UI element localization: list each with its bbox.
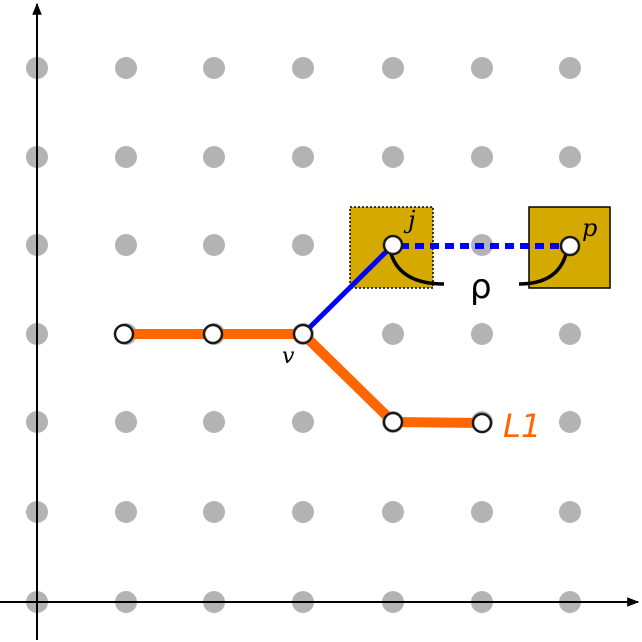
- grid-dot: [292, 411, 314, 433]
- grid-dot: [559, 57, 581, 79]
- grid-dot: [115, 234, 137, 256]
- grid-dot: [559, 146, 581, 168]
- grid-dot: [115, 501, 137, 523]
- grid-dot: [292, 501, 314, 523]
- grid-dot: [471, 323, 493, 345]
- grid-dot: [292, 146, 314, 168]
- node-1: [113, 323, 135, 345]
- grid-dot: [559, 501, 581, 523]
- grid-dot: [382, 501, 404, 523]
- grid-dot: [292, 234, 314, 256]
- grid-dot: [115, 411, 137, 433]
- label-v: v: [282, 344, 295, 369]
- grid-dot: [203, 146, 225, 168]
- grid-dot: [203, 501, 225, 523]
- link-v-j: [301, 243, 395, 336]
- grid-dot: [203, 57, 225, 79]
- label-rho: ρ: [470, 267, 492, 307]
- grid-dot: [382, 146, 404, 168]
- node-v: [292, 323, 314, 345]
- label-p: p: [582, 214, 597, 242]
- grid-dot: [559, 411, 581, 433]
- grid-dot: [471, 146, 493, 168]
- grid-dot: [559, 323, 581, 345]
- grid-dot: [292, 57, 314, 79]
- label-l1: L1: [503, 407, 541, 445]
- rho-arc-right: [518, 249, 569, 286]
- grid-dot: [471, 501, 493, 523]
- path-l1: [119, 329, 487, 428]
- node-2: [202, 323, 224, 345]
- node-p: [559, 235, 581, 257]
- node-5: [471, 412, 493, 434]
- rho-arc-left: [388, 249, 445, 286]
- node-4: [382, 411, 404, 433]
- grid-dot: [115, 57, 137, 79]
- grid-dot: [382, 323, 404, 345]
- node-j: [382, 234, 404, 256]
- grid-dot: [115, 146, 137, 168]
- grid-dot: [382, 57, 404, 79]
- grid-dot: [203, 411, 225, 433]
- grid-dot: [471, 57, 493, 79]
- grid-dot: [203, 234, 225, 256]
